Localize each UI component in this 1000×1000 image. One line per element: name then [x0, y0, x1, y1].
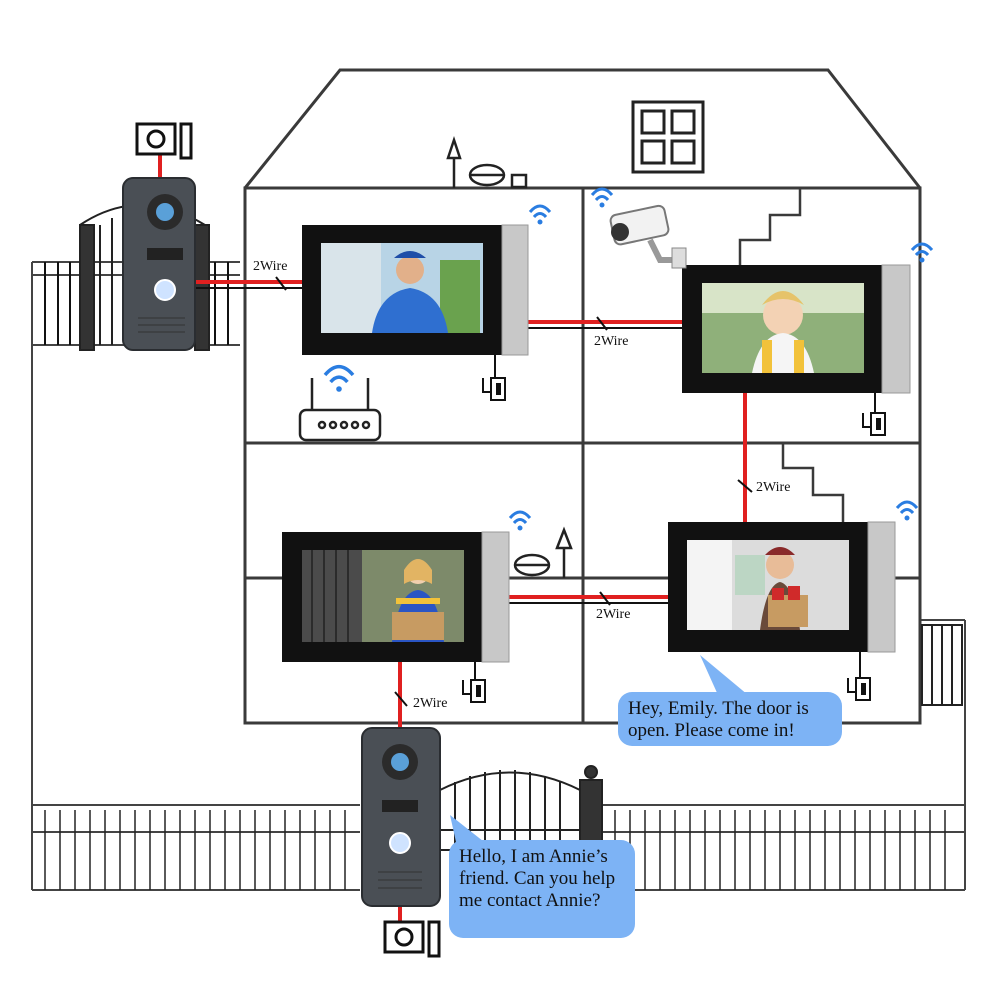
- yard-outline: [31, 345, 966, 890]
- smoke-detector-icon: [513, 553, 551, 577]
- monitor-top-left: [302, 204, 552, 401]
- wifi-icon: [590, 187, 614, 209]
- bubble-line: Hey, Emily. The door is: [628, 698, 809, 719]
- wire-label: 2Wire: [594, 334, 628, 349]
- wifi-icon: [910, 242, 934, 264]
- monitor-bottom-right: [668, 500, 919, 701]
- red-wires: [158, 155, 747, 925]
- lamp-icon: [555, 526, 573, 578]
- monitor-screen: [321, 243, 483, 333]
- monitor-screen: [302, 550, 464, 642]
- monitor-top-right: [682, 242, 934, 436]
- smoke-detector-icon: [468, 163, 528, 189]
- power-plug-icon: [847, 677, 871, 701]
- bubble-line: Hello, I am Annie’s: [459, 846, 608, 867]
- bubble-line: me contact Annie?: [459, 890, 601, 911]
- doorbell-camera-icon: [122, 177, 196, 351]
- right-fence-panel: [921, 624, 963, 706]
- wifi-icon: [323, 364, 355, 392]
- bubble-tail: [700, 655, 748, 695]
- fence-pickets: [44, 810, 946, 890]
- monitor-bottom-left: [282, 510, 532, 703]
- monitor-screen: [687, 540, 849, 630]
- bubble-line: friend. Can you help: [459, 868, 616, 889]
- wire-label: 2Wire: [756, 480, 790, 495]
- bubble-line: open. Please come in!: [628, 720, 795, 741]
- front-fence: [32, 804, 965, 891]
- wire-label: 2Wire: [253, 259, 287, 274]
- lamp-icon: [446, 136, 462, 188]
- wire-ticks: [275, 276, 753, 707]
- doorbell-camera-icon: [361, 727, 441, 907]
- power-plug-icon: [462, 679, 486, 703]
- wifi-icon: [895, 500, 919, 522]
- wire-label: 2Wire: [413, 696, 447, 711]
- wifi-icon: [528, 204, 552, 226]
- window-icon: [631, 100, 705, 174]
- cctv-camera-icon: [609, 204, 687, 269]
- power-plug-icon: [862, 412, 886, 436]
- visitor-request-bubble: Hello, I am Annie’s friend. Can you help…: [449, 840, 635, 938]
- wifi-icon: [508, 510, 532, 532]
- monitor-screen: [702, 283, 864, 373]
- door-lock-icon: [135, 122, 193, 160]
- wire-label: 2Wire: [596, 607, 630, 622]
- monitor-reply-bubble: Hey, Emily. The door is open. Please com…: [618, 692, 842, 746]
- door-lock-icon: [383, 920, 441, 958]
- router-icon: [298, 378, 382, 442]
- power-plug-icon: [482, 377, 506, 401]
